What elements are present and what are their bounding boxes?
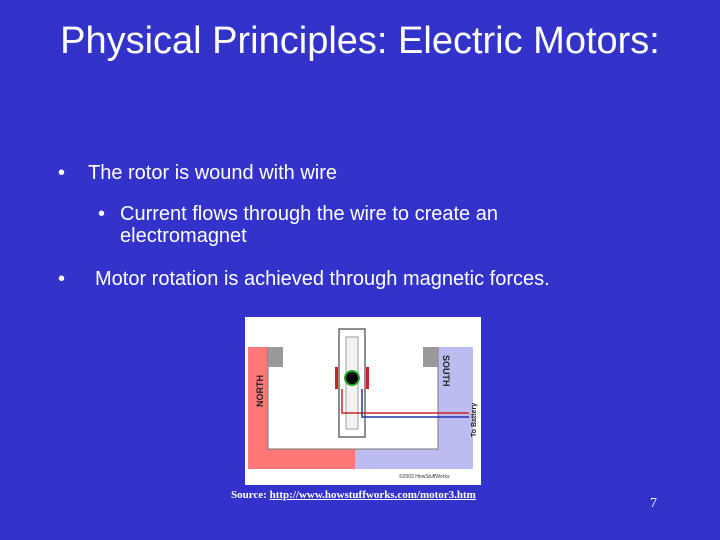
wire-red	[341, 389, 469, 414]
motor-diagram-svg: NORTH SOUTH To Battery ©2003 HowStuffWor…	[248, 328, 478, 480]
south-magnet	[355, 347, 473, 469]
wire-blue	[361, 389, 469, 418]
axle-center	[346, 372, 358, 384]
source-label: Source:	[231, 489, 267, 501]
bullet-text: Current flows through the wire to create…	[120, 203, 498, 247]
north-tab	[268, 347, 283, 367]
brush-left	[335, 367, 338, 389]
page-number: 7	[650, 496, 657, 511]
slide-title: Physical Principles: Electric Motors:	[60, 20, 660, 62]
north-label: NORTH	[255, 375, 265, 407]
bullet-marker: •	[58, 162, 66, 184]
inner-frame	[267, 347, 439, 450]
source-link[interactable]: http://www.howstuffworks.com/motor3.htm	[269, 489, 476, 501]
credit-label: ©2003 HowStuffWorks	[399, 473, 450, 480]
bullet-text: Motor rotation is achieved through magne…	[95, 268, 550, 290]
motor-diagram: NORTH SOUTH To Battery ©2003 HowStuffWor…	[245, 317, 481, 485]
bullet-marker: •	[98, 203, 106, 225]
battery-label: To Battery	[471, 403, 478, 437]
bullet-marker: •	[58, 268, 66, 290]
south-label: SOUTH	[441, 355, 451, 387]
south-tab	[423, 347, 438, 367]
source-citation: Source: http://www.howstuffworks.com/mot…	[231, 489, 521, 501]
brush-right	[366, 367, 369, 389]
north-magnet	[248, 347, 355, 469]
bullet-text: The rotor is wound with wire	[88, 162, 337, 184]
